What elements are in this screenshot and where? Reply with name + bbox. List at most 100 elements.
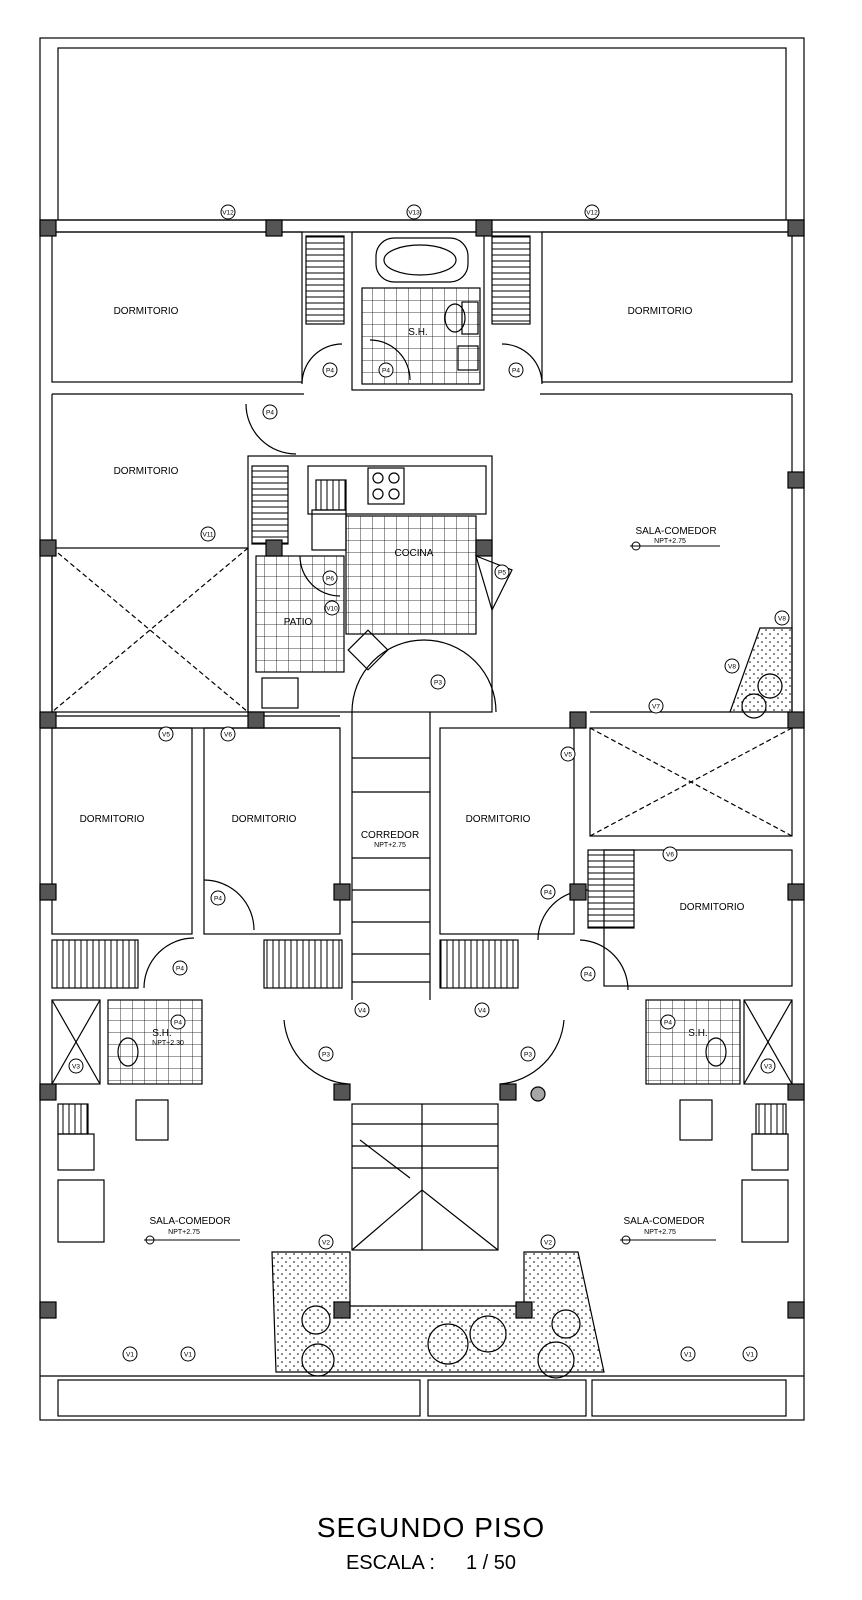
tag-p6: P6	[326, 575, 334, 582]
tag-circle-p4g	[172, 960, 188, 976]
scale-value: 1 / 50	[466, 1552, 517, 1574]
tag-p5: P5	[498, 569, 506, 576]
bath-left-room	[107, 999, 203, 1085]
room-label-dorm-low-3: DORMITORIO	[466, 814, 531, 825]
tag-p4j: P4	[664, 1019, 672, 1026]
shower-right	[743, 999, 793, 1085]
tag-circle-v8a	[774, 610, 790, 626]
room-label-bath-left: S.H.	[152, 1028, 171, 1039]
tag-circle-v5b	[560, 746, 576, 762]
tag-circle-p5	[494, 564, 510, 580]
tag-circle-v1c	[680, 1346, 696, 1362]
tag-v11: V11	[202, 531, 213, 538]
tag-v8a: V8	[778, 615, 786, 622]
tag-circle-v4a	[354, 1002, 370, 1018]
room-label-bath-top: S.H.	[408, 327, 427, 338]
tag-circle-p4f	[540, 884, 556, 900]
tag-v8b: V8	[728, 663, 736, 670]
tag-circle-p4c	[508, 362, 524, 378]
tag-v1b: V1	[184, 1351, 192, 1358]
level-label-sala-top: NPT+2.75	[654, 538, 686, 545]
tag-circle-v13	[406, 204, 422, 220]
shower-left	[51, 999, 101, 1085]
room-label-bath-right: S.H.	[688, 1028, 707, 1039]
tag-circle-v1a	[122, 1346, 138, 1362]
tag-v12b: V12	[586, 209, 598, 216]
tag-v3b: V3	[764, 1063, 772, 1070]
tag-v4a: V4	[358, 1007, 366, 1014]
tag-p3c: P3	[524, 1051, 532, 1058]
dorm-top-right-room	[541, 231, 793, 383]
tag-circle-v1b	[180, 1346, 196, 1362]
tag-v1d: V1	[746, 1351, 754, 1358]
level-label-bath-left: NPT+2.30	[152, 1040, 184, 1047]
drawing-title: SEGUNDO PISO	[316, 1512, 546, 1543]
tag-circle-v6a	[220, 726, 236, 742]
room-label-dorm-low-2: DORMITORIO	[232, 814, 297, 825]
dorm-low-2-room	[203, 727, 341, 935]
level-label-sala-right: NPT+2.75	[644, 1229, 676, 1236]
tag-circle-v3a	[68, 1058, 84, 1074]
room-label-dorm-top-left: DORMITORIO	[114, 306, 179, 317]
tag-circle-p3b	[318, 1046, 334, 1062]
tag-v7: V7	[652, 703, 660, 710]
tag-circle-p4h	[580, 966, 596, 982]
room-label-dorm-mid-left: DORMITORIO	[114, 466, 179, 477]
tag-circle-v10	[324, 600, 340, 616]
tag-circle-v12a	[220, 204, 236, 220]
room-label-corridor: CORREDOR	[361, 830, 419, 841]
tag-v5b: V5	[564, 751, 572, 758]
tag-v4b: V4	[478, 1007, 486, 1014]
tag-circle-p4d	[262, 404, 278, 420]
tag-p4h: P4	[584, 971, 592, 978]
tag-p4a: P4	[326, 367, 334, 374]
level-label-sala-left: NPT+2.75	[168, 1229, 200, 1236]
room-label-patio: PATIO	[284, 617, 313, 628]
tag-circle-v1d	[742, 1346, 758, 1362]
main-stair	[351, 1103, 499, 1251]
tag-circle-v7	[648, 698, 664, 714]
tag-circle-v12b	[584, 204, 600, 220]
bath-top-room	[351, 231, 485, 391]
bath-right-room	[645, 999, 741, 1085]
tag-v2b: V2	[544, 1239, 552, 1246]
tag-circle-p6	[322, 570, 338, 586]
room-label-sala-top: SALA-COMEDOR	[635, 526, 716, 537]
tag-p3a: P3	[434, 679, 442, 686]
tag-v6a: V6	[224, 731, 232, 738]
room-label-kitchen: COCINA	[395, 548, 434, 559]
tag-v12a: V12	[222, 209, 234, 216]
tag-circle-v4b	[474, 1002, 490, 1018]
tag-p4g: P4	[176, 965, 184, 972]
outer-frame	[39, 37, 805, 1421]
tag-circle-p3c	[520, 1046, 536, 1062]
dorm-low-1-room	[51, 727, 193, 935]
tag-circle-v2a	[318, 1234, 334, 1250]
tag-v1a: V1	[126, 1351, 134, 1358]
scale-line: ESCALA : 1 / 50	[0, 1552, 862, 1575]
kitchen-patio-block	[247, 455, 493, 713]
dorm-low-3-room	[439, 727, 575, 935]
tag-circle-v6b	[662, 846, 678, 862]
room-label-dorm-low-4: DORMITORIO	[680, 902, 745, 913]
tag-v5a: V5	[162, 731, 170, 738]
tag-p4d: P4	[266, 409, 274, 416]
tag-v1c: V1	[684, 1351, 692, 1358]
scale-label: ESCALA :	[345, 1552, 435, 1574]
tag-v13: V13	[408, 209, 420, 216]
tag-circle-p4e	[210, 890, 226, 906]
tag-circle-p3a	[430, 674, 446, 690]
tag-circle-p4i	[170, 1014, 186, 1030]
tag-p4f: P4	[544, 889, 552, 896]
tag-v10: V10	[326, 605, 338, 612]
tag-v3a: V3	[72, 1063, 80, 1070]
dorm-top-left-room	[51, 231, 303, 383]
tag-p4i: P4	[174, 1019, 182, 1026]
tag-p4e: P4	[214, 895, 222, 902]
tag-circle-v11	[200, 526, 216, 542]
tag-v6b: V6	[666, 851, 674, 858]
room-label-dorm-top-right: DORMITORIO	[628, 306, 693, 317]
light-well-right	[589, 727, 793, 837]
tag-v2a: V2	[322, 1239, 330, 1246]
